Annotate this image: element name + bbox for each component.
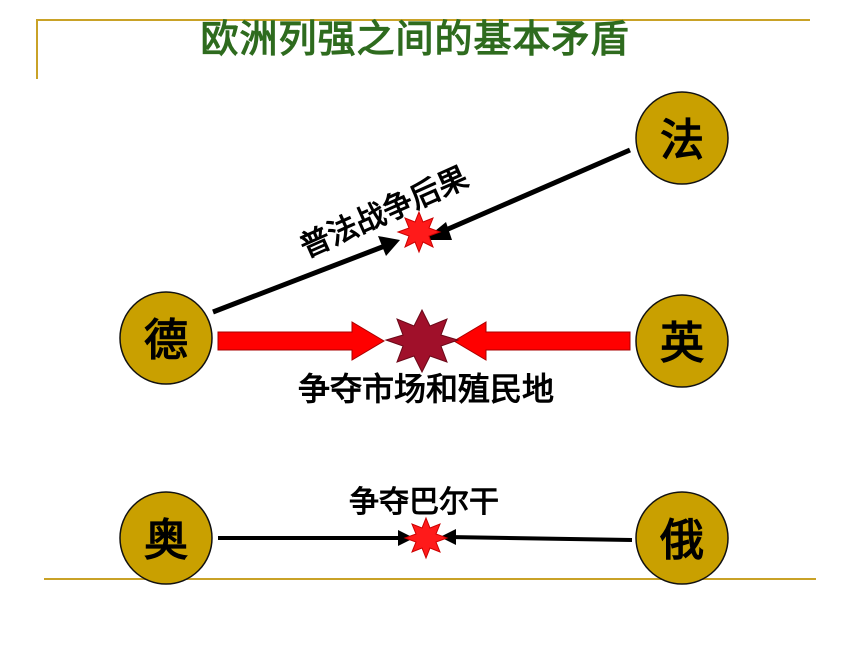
node-label-france: 法 — [660, 115, 704, 166]
relation-label-anglo-german: 争夺市场和殖民地 — [298, 370, 554, 408]
page-title: 欧洲列强之间的基本矛盾 — [200, 17, 630, 61]
node-britain: 英 — [635, 294, 729, 388]
node-label-austria: 奥 — [144, 515, 188, 566]
conflict-burst-franco-german — [396, 210, 442, 254]
frame-left-line — [36, 19, 38, 79]
relation-label-austro-russian: 争夺巴尔干 — [349, 485, 499, 520]
red-arrow-britain — [453, 321, 631, 361]
arrow-france-to-conflict — [431, 147, 631, 239]
arrow-russia-to-conflict — [447, 535, 633, 542]
node-label-russia: 俄 — [659, 515, 704, 566]
arrowhead-russia — [440, 529, 456, 545]
frame-top-line — [36, 19, 810, 21]
node-germany: 德 — [119, 291, 213, 385]
node-france: 法 — [635, 91, 729, 185]
node-russia: 俄 — [635, 491, 729, 585]
node-austria: 奥 — [119, 491, 213, 585]
arrow-germany-to-conflict — [212, 241, 391, 315]
node-label-germany: 德 — [144, 315, 188, 366]
conflict-burst-austro-russian — [403, 516, 449, 560]
node-label-britain: 英 — [660, 318, 705, 369]
red-arrow-germany — [217, 321, 385, 361]
conflict-burst-anglo-german — [384, 308, 460, 374]
frame-bottom-line — [44, 578, 816, 580]
arrowhead-germany-up — [378, 236, 400, 256]
